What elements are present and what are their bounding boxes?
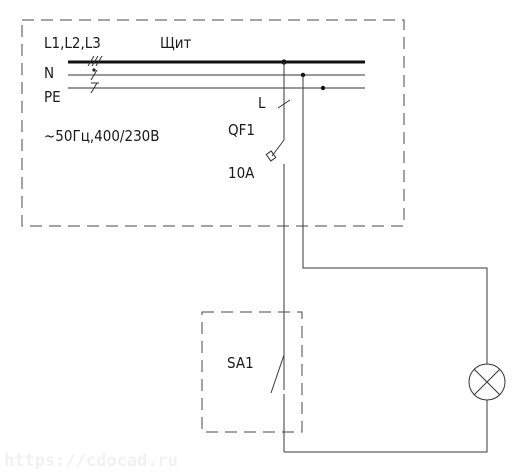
pe-junction-dot xyxy=(320,85,326,91)
lamp-icon xyxy=(468,363,506,401)
supply-label: ~50Гц,400/230В xyxy=(44,127,160,145)
bus-tick-marks xyxy=(87,55,103,94)
panel-title: Щит xyxy=(160,34,192,52)
breaker-designation: QF1 xyxy=(228,121,255,139)
bus-label: L1,L2,L3 xyxy=(44,34,101,52)
breaker-qf1-symbol xyxy=(265,139,285,390)
switch-frame xyxy=(201,311,303,433)
switch-designation: SA1 xyxy=(227,354,254,372)
panel-frame xyxy=(21,19,405,227)
breaker-rating: 10A xyxy=(228,164,255,182)
watermark: https://cdocad.ru xyxy=(4,451,178,471)
switched-phase-wire xyxy=(284,400,488,453)
switch-sa1-symbol xyxy=(270,345,285,452)
neutral-label: N xyxy=(44,64,54,82)
phase-label: L xyxy=(258,94,266,112)
neutral-wire xyxy=(302,75,488,364)
phase-tick xyxy=(277,99,291,109)
pe-label: PE xyxy=(44,88,61,106)
